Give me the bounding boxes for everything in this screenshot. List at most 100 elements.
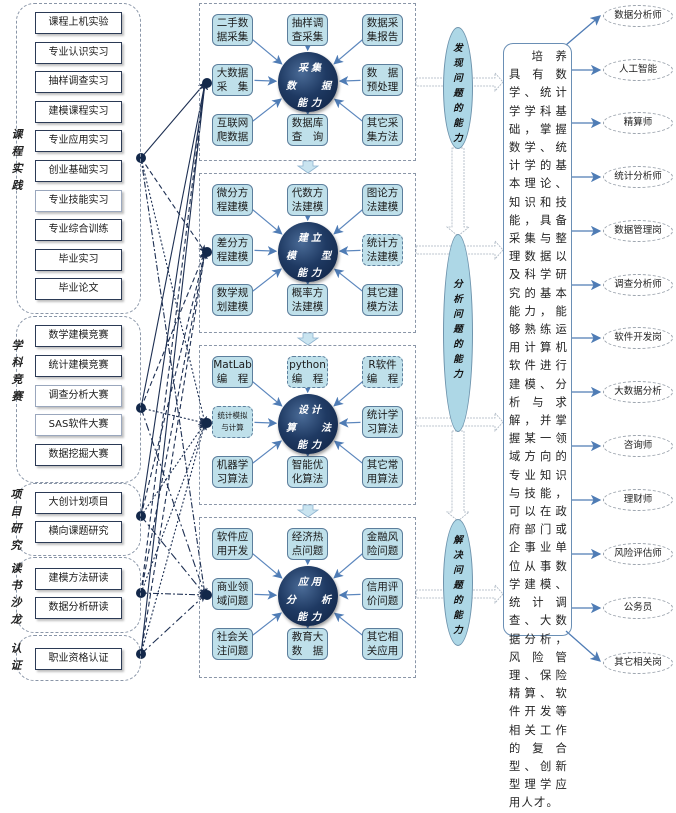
ability-label: 解决问题的能力 xyxy=(444,533,472,638)
skill-label-line: 险问题 xyxy=(363,544,402,558)
group-label: 认证 xyxy=(9,640,23,674)
practice-item: 抽样调查实习 xyxy=(35,71,122,93)
practice-link xyxy=(141,408,205,423)
skill-box: 数据库查 询 xyxy=(287,114,328,146)
hub-char: 据 xyxy=(321,77,331,92)
hub-char: 力 xyxy=(311,264,321,279)
skill-label-line: 关应用 xyxy=(363,644,402,658)
skill-label-line: 价问题 xyxy=(363,594,402,608)
hub-char: 力 xyxy=(311,608,321,623)
hub-char: 数 xyxy=(286,77,296,92)
career-node: 咨询师 xyxy=(603,435,673,457)
skill-label-line: 图论方 xyxy=(363,186,402,200)
skill-label-line: 注问题 xyxy=(213,644,252,658)
practice-link xyxy=(141,423,205,654)
skill-label-line: 集报告 xyxy=(363,30,402,44)
ability-label: 分析问题的能力 xyxy=(444,277,472,382)
competition-item: 数学建模竞赛 xyxy=(35,325,122,347)
ability-hub: 设计算法能力 xyxy=(278,394,338,454)
group-label: 项目研究 xyxy=(9,486,23,554)
skill-box: 大数据采 集 xyxy=(212,64,253,96)
hub-char: 力 xyxy=(311,94,321,109)
skill-box: 智能优化算法 xyxy=(287,456,328,488)
skill-box: 抽样调查采集 xyxy=(287,14,328,46)
practice-item: 专业综合训练 xyxy=(35,219,122,241)
practice-item: 专业技能实习 xyxy=(35,190,122,212)
reading-item: 数据分析研读 xyxy=(35,597,122,619)
skill-box: 数学规划建模 xyxy=(212,284,253,316)
skill-label-line: 程建模 xyxy=(213,250,252,264)
skill-label-line: 软件应 xyxy=(213,530,252,544)
competition-item: 数据挖掘大赛 xyxy=(35,444,122,466)
skill-label-line: 化算法 xyxy=(288,472,327,486)
practice-item: 创业基础实习 xyxy=(35,160,122,182)
hub-char: 建 xyxy=(298,229,308,244)
skill-label-line: 习算法 xyxy=(213,472,252,486)
project-item: 横向课题研究 xyxy=(35,521,122,543)
skill-box: 机器学习算法 xyxy=(212,456,253,488)
skill-label-line: 大数据 xyxy=(213,66,252,80)
career-node: 数据分析师 xyxy=(603,5,673,27)
hub-char: 力 xyxy=(311,436,321,451)
skill-label-line: 社会关 xyxy=(213,630,252,644)
skill-label-line: 教育大 xyxy=(288,630,327,644)
hub-char: 集 xyxy=(311,59,321,74)
hub-char: 模 xyxy=(286,247,296,262)
skill-label-line: 微分方 xyxy=(213,186,252,200)
skill-label-line: 二手数 xyxy=(213,16,252,30)
skill-label-line: 金融风 xyxy=(363,530,402,544)
hub-char: 用 xyxy=(311,573,321,588)
career-node: 理财师 xyxy=(603,489,673,511)
career-node: 数据管理岗 xyxy=(603,220,673,242)
skill-label-line: 其它常 xyxy=(363,458,402,472)
practice-link xyxy=(141,83,205,408)
practice-link xyxy=(141,158,205,595)
skill-label-line: MatLab xyxy=(213,358,252,372)
skill-label-line: 数 据 xyxy=(288,644,327,658)
hub-char: 算 xyxy=(286,419,296,434)
group-label: 学科竞赛 xyxy=(10,337,24,405)
practice-link xyxy=(141,83,205,654)
skill-label-line: 编 程 xyxy=(363,372,402,386)
skill-box: 互联网爬数据 xyxy=(212,114,253,146)
skill-label-line: 模方法 xyxy=(363,300,402,314)
training-goal-text: 培养具有数学、统计学学科基础，掌握数学、统计学的基本理论、知识和技能，具备采集与… xyxy=(503,43,572,636)
career-arrow xyxy=(566,16,600,45)
ability-label: 发现问题的能力 xyxy=(444,41,472,146)
skill-label-line: 法建模 xyxy=(288,300,327,314)
skill-label-line: 用算法 xyxy=(363,472,402,486)
skill-label-line: 编 程 xyxy=(213,372,252,386)
practice-item: 毕业论文 xyxy=(35,278,122,300)
career-node: 人工智能 xyxy=(603,59,673,81)
skill-label-line: 预处理 xyxy=(363,80,402,94)
ability-oval-analyze: 分析问题的能力 xyxy=(443,234,473,432)
skill-label-line: 抽样调 xyxy=(288,16,327,30)
career-node: 精算师 xyxy=(603,112,673,134)
ability-hub: 应用分析能力 xyxy=(278,566,338,626)
skill-box: 差分方程建模 xyxy=(212,234,253,266)
skill-box: 代数方法建模 xyxy=(287,184,328,216)
skill-label-line: python xyxy=(288,358,327,372)
skill-label-line: 其它采 xyxy=(363,116,402,130)
practice-link xyxy=(141,595,205,654)
skill-label-line: 数 据 xyxy=(363,66,402,80)
hub-char: 分 xyxy=(286,591,296,606)
skill-label-line: 编 程 xyxy=(288,372,327,386)
skill-label-line: 采 集 xyxy=(213,80,252,94)
ability-hub: 采集数据能力 xyxy=(278,52,338,112)
competition-item: 调查分析大赛 xyxy=(35,385,122,407)
career-node: 其它相关岗 xyxy=(603,652,673,674)
skill-label-line: 与计算 xyxy=(213,422,252,434)
skill-label-line: 其它建 xyxy=(363,286,402,300)
skill-label-line: 其它相 xyxy=(363,630,402,644)
career-node: 公务员 xyxy=(603,597,673,619)
group-label: 课程实践 xyxy=(10,126,24,194)
skill-box: 统计模拟与计算 xyxy=(212,406,253,438)
skill-label-line: 法建模 xyxy=(288,200,327,214)
skill-label-line: 集方法 xyxy=(363,130,402,144)
practice-link xyxy=(141,83,205,593)
competition-item: 统计建模竞赛 xyxy=(35,355,122,377)
skill-box: 二手数据采集 xyxy=(212,14,253,46)
